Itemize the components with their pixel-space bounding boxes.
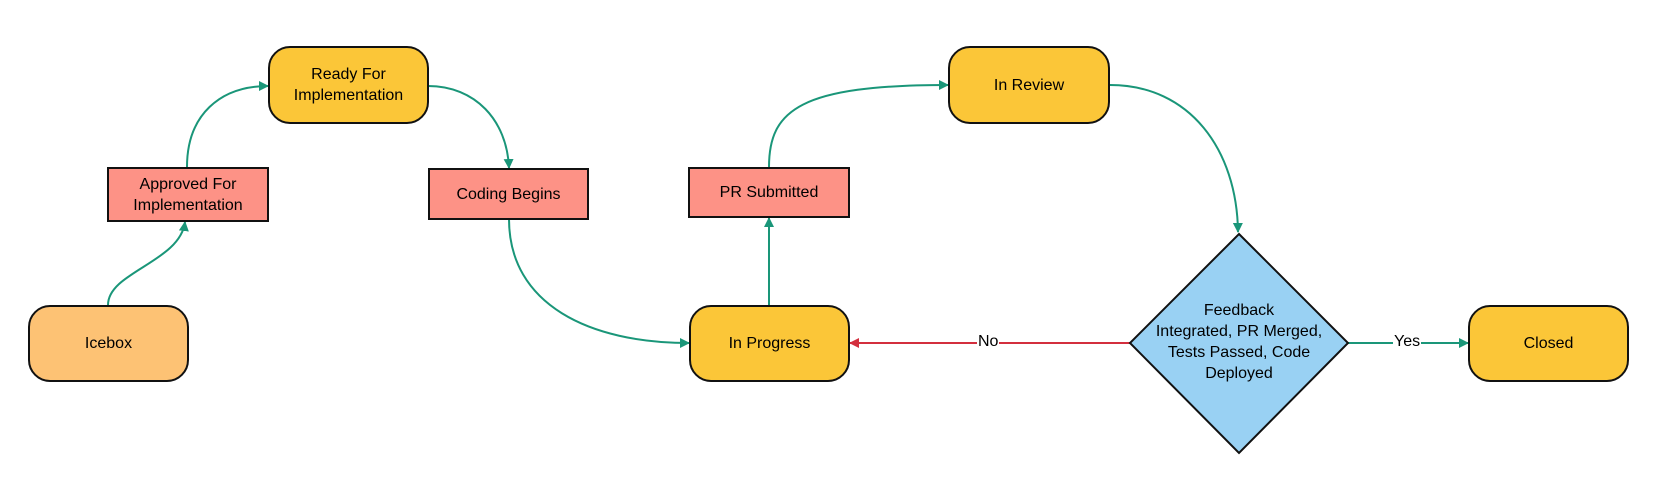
node-closed: Closed — [1468, 305, 1629, 382]
node-closed-label: Closed — [1523, 335, 1574, 352]
node-in-review: In Review — [948, 46, 1110, 124]
node-icebox: Icebox — [28, 305, 189, 382]
node-pr-submitted: PR Submitted — [688, 167, 850, 218]
edge-approved-to-ready — [186, 81, 269, 168]
node-coding-begins: Coding Begins — [428, 168, 589, 220]
node-icebox-label: Icebox — [84, 335, 133, 352]
edge-pr-submitted-to-in-review — [768, 80, 949, 168]
node-ready-for-implementation: Ready For Implementation — [268, 46, 429, 124]
edge-in-review-to-decision — [1109, 84, 1243, 233]
node-in-progress: In Progress — [689, 305, 850, 382]
node-pr-submitted-label: PR Submitted — [719, 184, 819, 201]
decision-diamond — [1128, 232, 1350, 455]
node-ready-label: Ready For Implementation — [293, 66, 404, 104]
edge-icebox-to-approved — [107, 221, 189, 306]
edge-label-yes: Yes — [1393, 333, 1422, 351]
edge-label-no: No — [977, 333, 1000, 351]
node-approved-label: Approved For Implementation — [133, 175, 243, 214]
decision-label: Feedback Integrated, PR Merged, Tests Pa… — [1155, 302, 1323, 382]
node-in-review-label: In Review — [993, 76, 1065, 94]
node-approved-for-implementation: Approved For Implementation — [107, 167, 269, 222]
edge-ready-to-coding — [427, 85, 514, 169]
edge-coding-to-in-progress — [508, 218, 690, 348]
node-in-progress-label: In Progress — [728, 335, 811, 352]
node-coding-label: Coding Begins — [456, 185, 561, 203]
